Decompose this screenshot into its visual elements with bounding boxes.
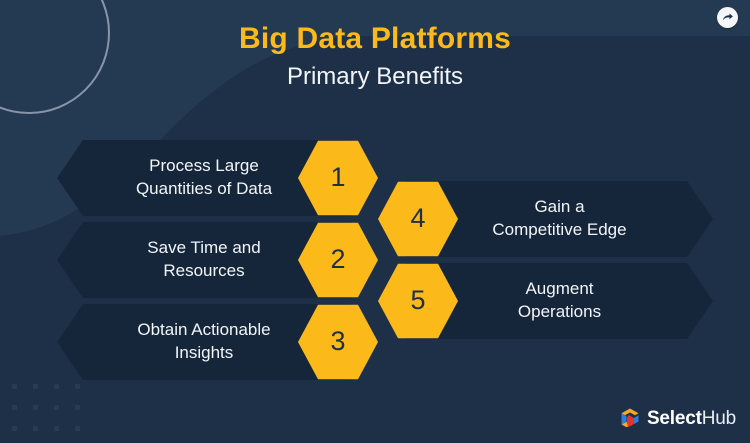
benefit-hexagon-4[interactable]: 4 <box>378 181 458 257</box>
benefit-number-2: 2 <box>330 243 346 274</box>
page-title: Big Data Platforms <box>239 22 511 55</box>
brand-bold: Select <box>646 408 702 429</box>
share-arrow-icon <box>722 13 733 21</box>
selecthub-logo[interactable]: SelectHub <box>620 408 736 429</box>
benefit-label-5: Augment Operations <box>517 279 602 321</box>
selecthub-cube-icon <box>621 408 639 428</box>
benefit-hexagon-5[interactable]: 5 <box>378 263 458 339</box>
benefit-label-3: Obtain Actionable Insights <box>137 320 271 362</box>
benefit-label-4: Gain a Competitive Edge <box>492 197 627 239</box>
decorative-dot-grid <box>12 384 85 443</box>
header: Big Data Platforms Primary Benefits <box>0 22 750 90</box>
benefit-bar-4[interactable]: Gain a Competitive Edge <box>400 181 713 257</box>
benefit-hexagon-3[interactable]: 3 <box>298 304 378 380</box>
benefit-number-3: 3 <box>330 325 346 356</box>
share-button[interactable] <box>717 7 738 28</box>
selecthub-wordmark: SelectHub <box>647 409 736 428</box>
benefit-number-4: 4 <box>410 202 426 233</box>
benefit-hexagon-1[interactable]: 1 <box>298 140 378 216</box>
benefit-number-5: 5 <box>410 284 426 315</box>
benefit-bar-5[interactable]: Augment Operations <box>400 263 713 339</box>
benefit-label-2: Save Time and Resources <box>147 238 261 280</box>
benefit-label-1: Process Large Quantities of Data <box>135 156 273 198</box>
brand-light: Hub <box>701 408 736 429</box>
page-subtitle: Primary Benefits <box>286 62 464 90</box>
benefit-number-1: 1 <box>330 161 346 192</box>
benefit-hexagon-2[interactable]: 2 <box>298 222 378 298</box>
